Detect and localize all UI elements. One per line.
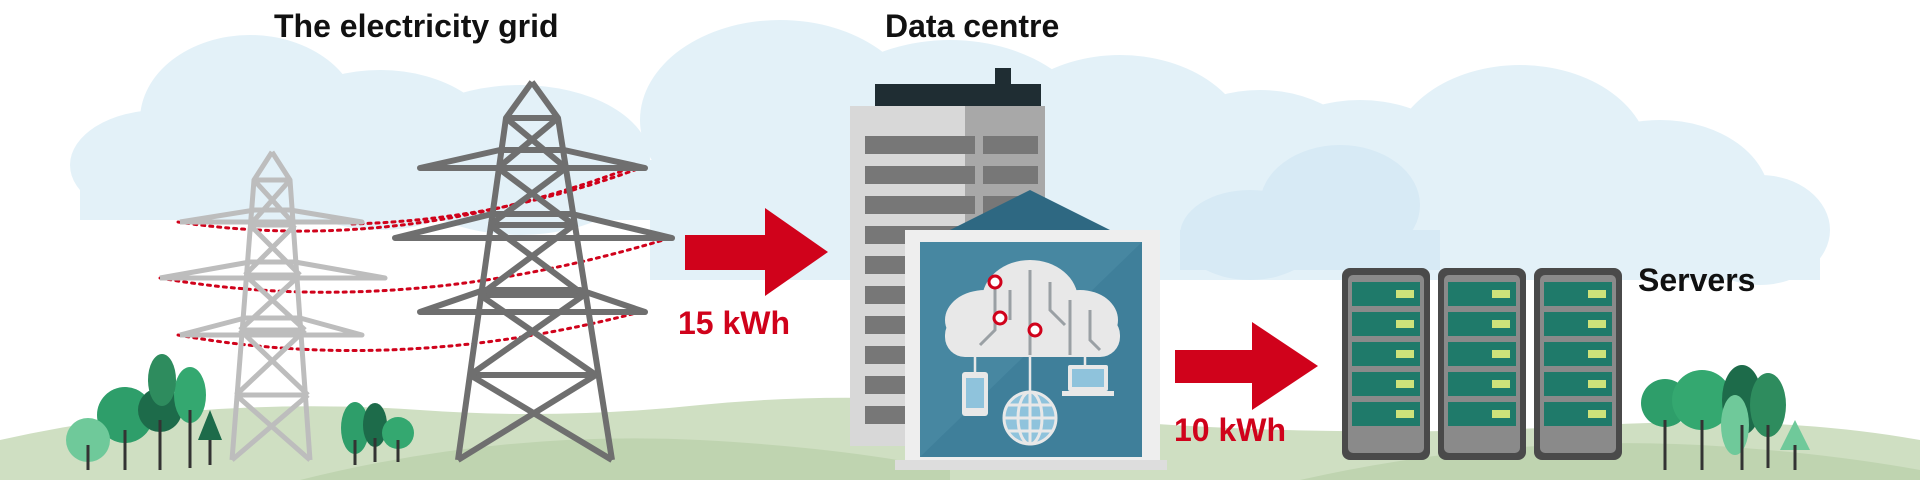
server-rack-1 <box>1342 268 1430 460</box>
laptop-icon <box>1062 365 1114 396</box>
energy-flow-label-servers: 10 kWh <box>1174 412 1287 448</box>
cloud-computing-icon <box>945 260 1120 446</box>
datacentre-label: Data centre <box>885 8 1060 44</box>
server-rack-2 <box>1438 268 1526 460</box>
globe-icon <box>1002 390 1058 446</box>
pylon-light <box>159 150 388 462</box>
grid-label: The electricity grid <box>274 8 559 44</box>
pylon-dark <box>392 80 675 463</box>
cloud-left <box>70 35 680 235</box>
trees-left <box>66 354 414 470</box>
cloud-foreground-small <box>1180 145 1440 280</box>
arrow-datacentre-to-servers <box>1175 322 1318 410</box>
arrow-grid-to-datacentre <box>685 208 828 296</box>
servers-label: Servers <box>1638 262 1756 298</box>
trees-right <box>1641 365 1810 470</box>
mobile-phone-icon <box>962 372 988 416</box>
server-rack-3 <box>1534 268 1622 460</box>
server-racks <box>1342 268 1622 460</box>
energy-flow-label-grid: 15 kWh <box>678 305 791 341</box>
